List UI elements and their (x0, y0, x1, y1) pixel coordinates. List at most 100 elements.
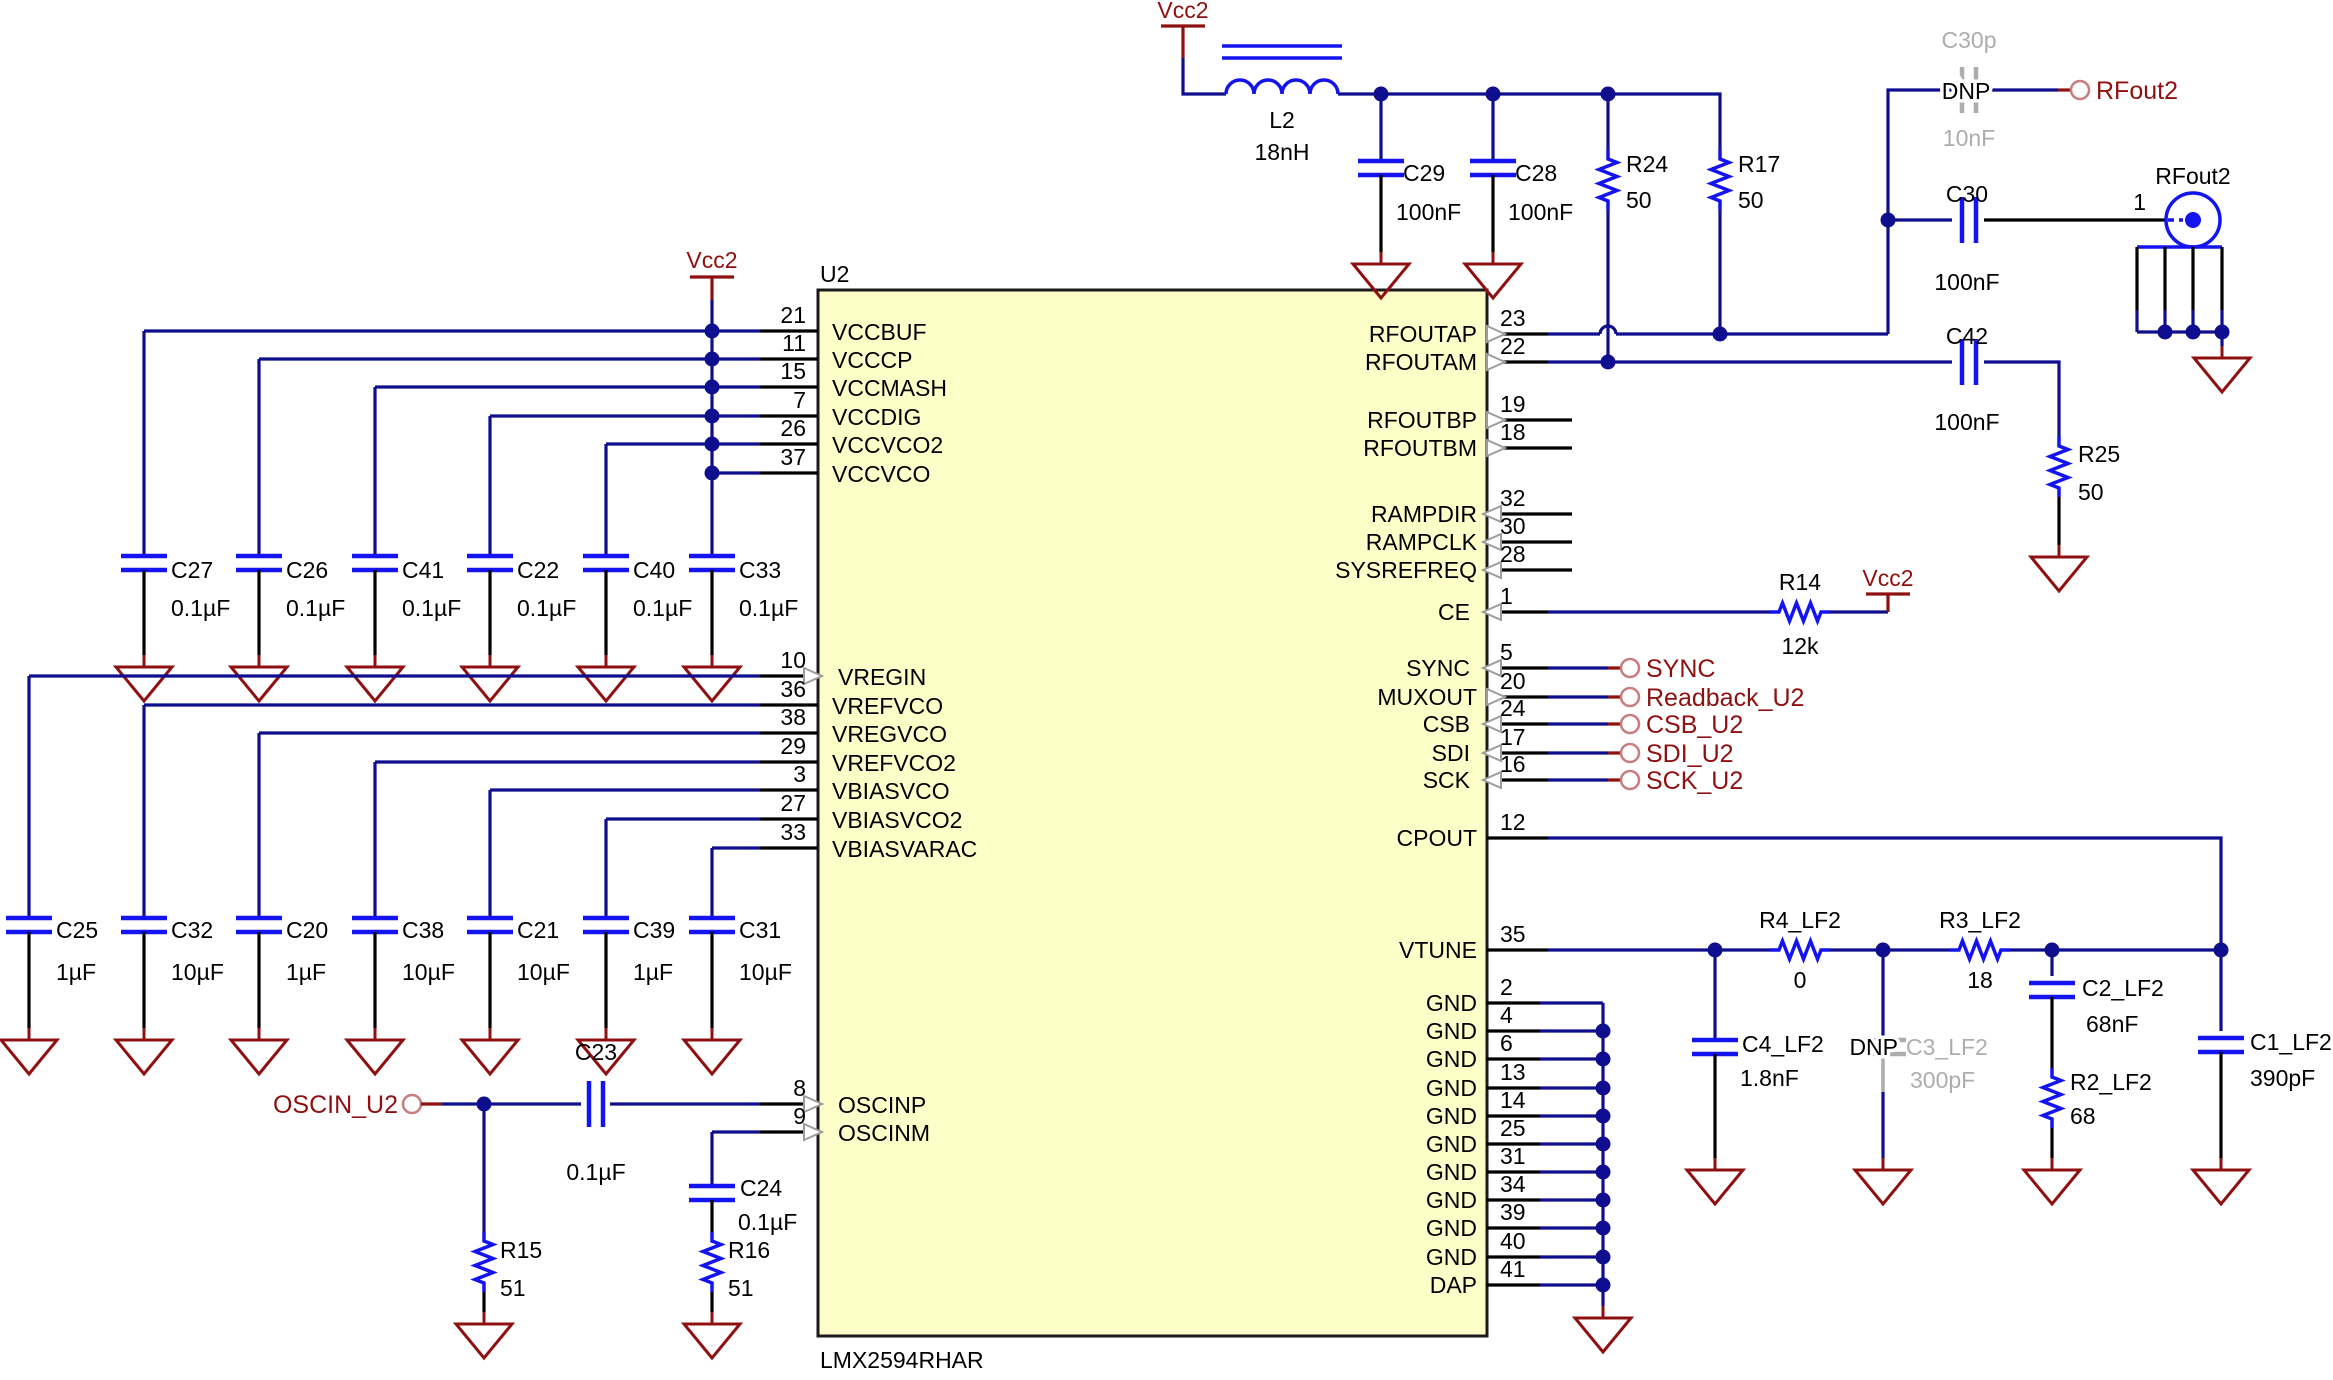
pin-number: 6 (1500, 1030, 1513, 1056)
value: 0.1µF (171, 595, 230, 621)
ref: C4_LF2 (1742, 1031, 1824, 1057)
ground-symbol (229, 1026, 289, 1076)
vcc2-label: Vcc2 (686, 247, 737, 273)
ground-symbol (2022, 1156, 2082, 1206)
ic-left-pin-labels: 21 11 15 7 26 37 10 36 38 29 3 27 33 8 9… (780, 302, 977, 1146)
pin-number: 9 (793, 1103, 806, 1129)
pin-name: VREGIN (838, 664, 926, 690)
pin-name: DAP (1430, 1272, 1477, 1298)
cap-c24: C24 0.1µF (689, 1175, 797, 1235)
pin-number: 13 (1500, 1059, 1526, 1085)
cap-c42: C42 100nF (1934, 323, 1999, 435)
ref: C24 (740, 1175, 782, 1201)
ground-symbol (682, 1310, 742, 1360)
ref: C2_LF2 (2082, 975, 2164, 1001)
ground-symbol (345, 653, 405, 703)
ground-symbol (114, 653, 174, 703)
res-r24: R24 50 (1597, 148, 1668, 213)
cap-c29: C29 100nF (1351, 94, 1461, 300)
value: 50 (2078, 479, 2104, 505)
ref: C1_LF2 (2250, 1029, 2332, 1055)
pin-name: GND (1426, 1075, 1477, 1101)
pin-number: 8 (793, 1075, 806, 1101)
ground-symbol (114, 1026, 174, 1076)
pin-number: 4 (1500, 1002, 1513, 1028)
res-r14: R14 12k (1768, 569, 1832, 659)
gnd-bus (1487, 1001, 1633, 1354)
pin-name: VCCVCO (832, 461, 930, 487)
net-port-circle (1619, 686, 1641, 708)
top-rail-wires (1181, 58, 1722, 362)
pin-name: VCCDIG (832, 404, 921, 430)
pin-name: VCCVCO2 (832, 432, 943, 458)
ref: C23 (575, 1039, 617, 1065)
vcc2-top-power-flag: Vcc2 (1157, 0, 1209, 58)
ce-net: Vcc2 (1487, 565, 1914, 614)
pin-name: VBIASVCO (832, 778, 950, 804)
value: 100nF (1934, 409, 1999, 435)
pin-number: 3 (793, 761, 806, 787)
cap-c4-lf2: C4_LF2 1.8nF (1685, 950, 1824, 1206)
pin-number: 25 (1500, 1115, 1526, 1141)
ground-symbol (345, 1026, 405, 1076)
value: 1µF (56, 959, 96, 985)
ref: C20 (286, 917, 328, 943)
ground-symbol (2191, 1156, 2251, 1206)
pin-number: 2 (1500, 974, 1513, 1000)
connector-rfout2: RFout2 1 (2133, 163, 2252, 394)
ref: C30 (1946, 181, 1988, 207)
pin-number: 19 (1500, 391, 1526, 417)
ground-symbol (682, 1026, 742, 1076)
dnp-flag: DNP (1942, 78, 1991, 104)
ref: R16 (728, 1237, 770, 1263)
value: 10µF (171, 959, 224, 985)
pin-number: 22 (1500, 333, 1526, 359)
right-stub-pins (1487, 418, 1572, 572)
pin-name: GND (1426, 1131, 1477, 1157)
ground-symbol (1853, 1156, 1913, 1206)
ref: C41 (402, 557, 444, 583)
pin-number: 34 (1500, 1171, 1526, 1197)
pin-number: 36 (780, 676, 806, 702)
pin-number: 1 (1500, 583, 1513, 609)
pin-number: 14 (1500, 1087, 1526, 1113)
cap-c30p-dnp: C30p DNP 10nF (1938, 27, 1996, 151)
ground-symbol (682, 653, 742, 703)
ref: R17 (1738, 151, 1780, 177)
ref: R3_LF2 (1939, 907, 2021, 933)
pin-name: RFOUTBM (1363, 435, 1477, 461)
connector-name: RFout2 (2155, 163, 2230, 189)
value: 100nF (1396, 199, 1461, 225)
value: 0.1µF (286, 595, 345, 621)
res-r2-lf2: R2_LF2 68 (2022, 1066, 2152, 1206)
pin-name: GND (1426, 1018, 1477, 1044)
pin-number: 33 (780, 819, 806, 845)
value: 1.8nF (1740, 1065, 1799, 1091)
value: 100nF (1934, 269, 1999, 295)
pin-number: 15 (780, 358, 806, 384)
ic-part-number: LMX2594RHAR (820, 1347, 984, 1373)
vcc2-label: Vcc2 (1157, 0, 1208, 23)
pin-name: VTUNE (1399, 937, 1477, 963)
value: 0 (1794, 967, 1807, 993)
value: 0.1µF (566, 1159, 625, 1185)
ref: C42 (1946, 323, 1988, 349)
pin-name: SCK (1423, 767, 1471, 793)
ref: C27 (171, 557, 213, 583)
pin-name: RFOUTAP (1369, 321, 1477, 347)
pin-number: 30 (1500, 513, 1526, 539)
ref: C21 (517, 917, 559, 943)
pin-number: 40 (1500, 1228, 1526, 1254)
pin-number: 11 (782, 330, 806, 356)
pin-name: SYSREFREQ (1335, 557, 1477, 583)
